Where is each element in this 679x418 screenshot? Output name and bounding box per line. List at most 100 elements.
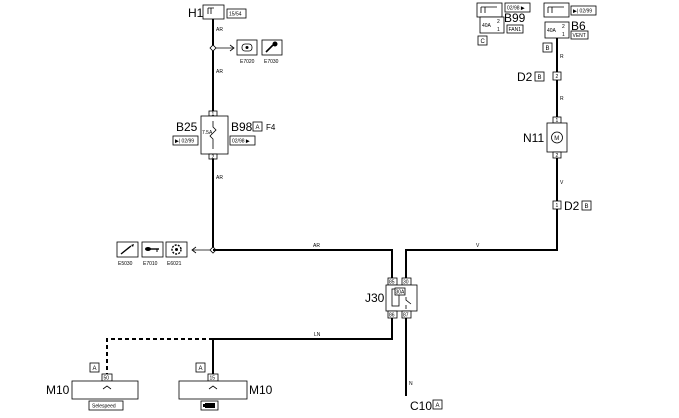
wire-r-label-1: R	[560, 54, 564, 60]
b6-symbol	[547, 6, 564, 13]
b98-note: 02/98 ▶	[232, 139, 250, 145]
wire-r-label-2: R	[560, 96, 564, 102]
connector-d2-top: D2 B 2	[517, 70, 562, 84]
b6-label: B6	[571, 19, 586, 33]
component-b6: ▶| 02/99 40A 2 1 B6 VENT B	[542, 2, 597, 53]
h1-pin: 15/54	[229, 12, 242, 18]
b6-pin-bot: 1	[562, 32, 565, 38]
b99-label: B99	[504, 11, 526, 25]
n11-symbol: M	[554, 136, 559, 142]
d2-top-label: D2	[517, 70, 533, 84]
n11-label: N11	[523, 131, 544, 145]
b99-note: 02/98 ▶	[507, 6, 525, 12]
ref-e5030: E5030	[116, 241, 139, 267]
splice-bottom-arrow	[191, 246, 197, 254]
j30-pin-86: 86	[389, 313, 395, 319]
e7030-box	[261, 39, 283, 56]
j30-pin-30: 30	[403, 280, 409, 286]
wire-ar-label-1: AR	[216, 27, 223, 33]
c10-label: C10	[410, 399, 432, 413]
b6-note: ▶| 02/99	[573, 9, 592, 15]
m10-left-label: M10	[46, 383, 70, 397]
j30-pin-85: 85	[389, 280, 395, 286]
b99-pin-bot: 1	[497, 27, 500, 33]
wire-ln-label: LN	[314, 332, 321, 338]
c10-tag: A	[436, 403, 440, 409]
battery-icon	[203, 403, 215, 408]
b99-sub-box	[506, 24, 524, 34]
e5030-label: E5030	[118, 261, 133, 267]
n11-pin-bot: 2	[556, 153, 559, 159]
d2-top-pin: 2	[556, 74, 559, 80]
b98-tag-box	[252, 121, 263, 132]
wire-v-label-2: V	[476, 243, 480, 249]
pen-icon	[120, 244, 134, 255]
wire-ar-label-4: AR	[313, 243, 320, 249]
b98-body	[200, 115, 229, 155]
m10-right-body	[178, 380, 248, 400]
b99-tag-box	[477, 35, 488, 46]
n11-pin-top: 1	[556, 118, 559, 124]
b98-rating: 7.5A	[202, 130, 213, 136]
h1-symbol	[207, 7, 214, 14]
m10-right-symbol	[208, 385, 218, 390]
splice-top-node	[209, 44, 217, 52]
b6-sub-box	[570, 30, 589, 40]
d2-bot-tag: B	[585, 204, 589, 210]
component-b98: 1 7.5A 2 B98 A F4 02/98 ▶	[200, 110, 276, 160]
j30-rating-box	[394, 287, 406, 296]
component-b25: B25 ▶| 02/99	[172, 120, 199, 146]
h1-label: H1	[188, 6, 204, 20]
b99-symbol	[480, 6, 497, 13]
b98-label: B98	[231, 120, 253, 134]
b6-note-box	[570, 5, 597, 16]
m10-left-body	[71, 380, 139, 400]
gear-icon	[171, 244, 182, 255]
m10-left-tag-box	[89, 362, 100, 373]
wire-ar-to-j30	[213, 249, 393, 278]
c10-tag-box	[432, 399, 443, 410]
component-j30: 85 30 30A 86 87 J30	[365, 277, 418, 319]
j30-label: J30	[365, 291, 385, 305]
component-c10: C10 A	[410, 399, 443, 413]
b6-symbol-box	[543, 2, 570, 18]
b98-tag: A	[256, 125, 260, 131]
wrench-icon	[265, 41, 278, 53]
wire-v-label-1: V	[560, 180, 564, 186]
ref-e7020: E7020	[236, 39, 258, 65]
component-m10-left: A 50 M10 Selespeed	[46, 362, 139, 411]
j30-switch	[405, 297, 412, 309]
m10-right-tag-box	[195, 362, 206, 373]
b6-tag-box	[542, 42, 553, 53]
b98-extra: F4	[266, 123, 276, 132]
motor-icon	[551, 131, 563, 144]
m10-right-pin: 15	[210, 376, 216, 382]
e7020-label: E7020	[240, 59, 255, 65]
component-m10-right: A 15 M10	[178, 362, 273, 411]
d2-bot-label: D2	[564, 199, 580, 213]
speaker-icon	[241, 43, 253, 52]
component-b99: 02/98 ▶ 40A 2 1 B99 FAN1 C	[476, 2, 531, 46]
d2-bot-pin: 1	[556, 203, 559, 209]
b99-fuse: 40A	[482, 23, 492, 29]
m10-right-label: M10	[249, 383, 273, 397]
component-n11: 1 M 2 N11	[523, 116, 568, 159]
b98-fuse-symbol	[209, 121, 217, 149]
b6-sub: VENT	[573, 33, 586, 39]
splice-top	[209, 44, 235, 52]
b99-fuse-box	[479, 16, 505, 34]
j30-rating: 30A	[396, 290, 406, 296]
wire-ln	[212, 318, 393, 374]
m10-left-caption: Selespeed	[92, 404, 116, 410]
e6021-label: E6021	[167, 261, 182, 267]
key-icon	[145, 247, 159, 252]
ref-e7030: E7030	[261, 39, 283, 65]
wire-v-to-j30	[405, 209, 558, 278]
b98-pin-bot: 2	[212, 154, 215, 160]
b99-pin-top: 2	[497, 19, 500, 25]
e7010-label: E7010	[143, 261, 158, 267]
b25-note: ▶| 02/99	[175, 139, 194, 145]
b99-sub: FAN1	[509, 27, 522, 33]
wire-ar-label-2: AR	[216, 69, 223, 75]
